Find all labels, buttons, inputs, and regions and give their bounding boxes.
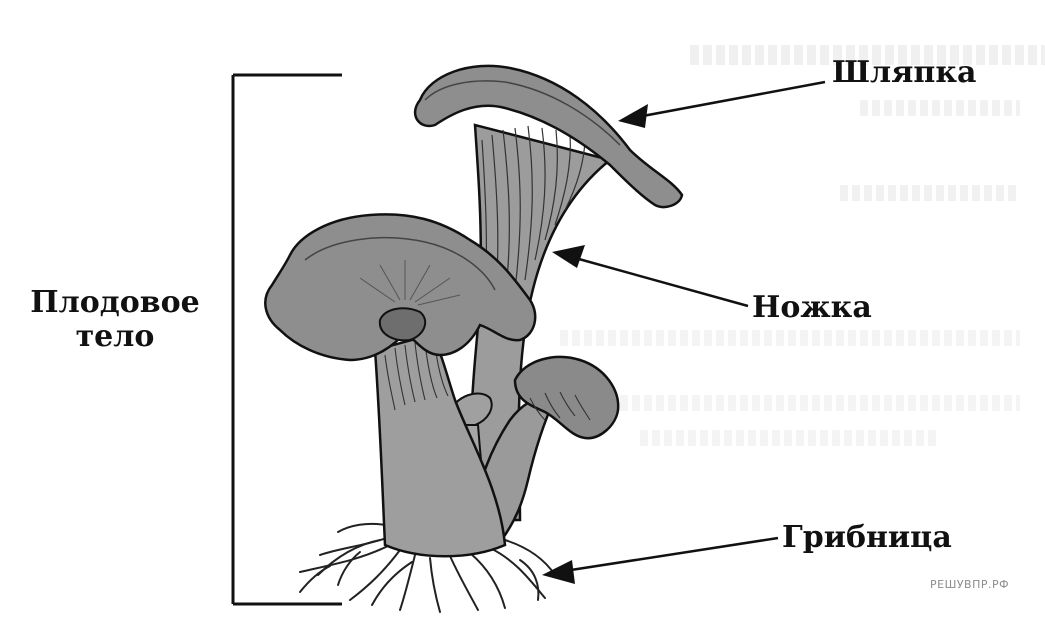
watermark: РЕШУВПР.РФ	[930, 578, 1009, 591]
stem-arrow	[552, 245, 748, 306]
fruiting-body-label: Плодовое тело	[20, 286, 210, 354]
fruiting-body-label-line1: Плодовое	[20, 286, 210, 320]
mycelium-label: Грибница	[782, 521, 952, 555]
cap-arrow	[618, 82, 825, 128]
fruiting-body-label-line2: тело	[20, 320, 210, 354]
stem-label: Ножка	[752, 291, 872, 325]
mycelium-arrow	[542, 538, 778, 584]
cap-label: Шляпка	[832, 56, 976, 90]
